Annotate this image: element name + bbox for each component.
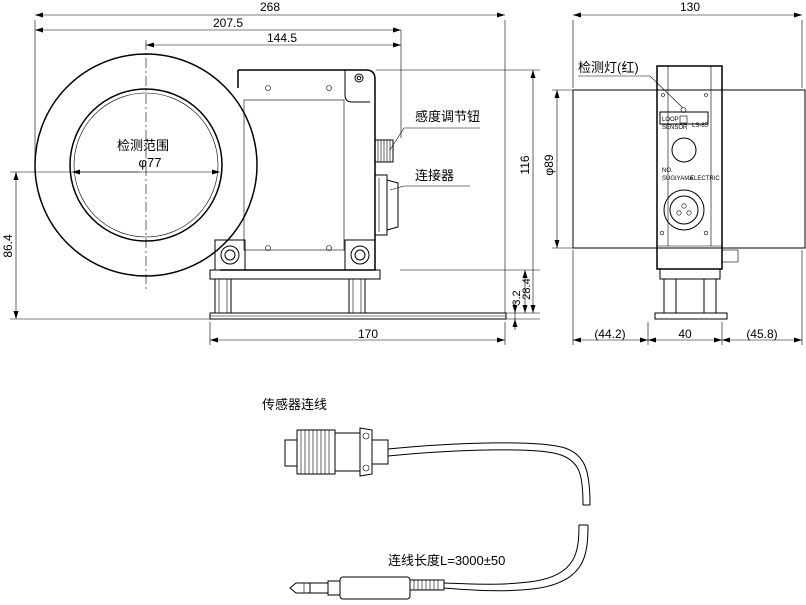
indicator-lamp (680, 107, 687, 113)
dim-side-width: 130 (680, 0, 700, 14)
dim-base-width: 170 (358, 327, 378, 341)
dim-ring-to-connector: 207.5 (213, 16, 243, 30)
panel-no: NO. (662, 168, 673, 174)
label-sensitivity-knob: 感度调节钮 (415, 109, 480, 124)
panel-model: LS-85 (692, 123, 709, 129)
sensor-body (214, 69, 399, 271)
dim-ring-diameter: φ89 (542, 154, 556, 175)
label-connector: 连接器 (415, 168, 454, 183)
panel-maker-right: ELECTRIC (690, 176, 720, 182)
control-panel: LOOP SENSOR LS-85 NO. SUGIYAMA ELECTRIC (659, 93, 720, 236)
label-cable-title: 传感器连线 (262, 397, 327, 412)
panel-connector (663, 189, 705, 231)
dim-side-left: (44.2) (594, 327, 625, 341)
panel-maker-left: SUGIYAMA (662, 176, 693, 182)
label-detection-range: 检测范围 (117, 138, 169, 153)
front-view: 268 207.5 144.5 170 116 28.4 3.2 (1, 0, 540, 345)
dim-base-height: 28.4 (521, 278, 533, 299)
dim-overall-width: 268 (260, 0, 280, 14)
dim-plate-thickness: 3.2 (511, 290, 523, 305)
dim-center-height: 86.4 (1, 234, 15, 258)
sensitivity-dial (671, 137, 697, 163)
dim-center-to-connector: 144.5 (267, 31, 297, 45)
side-view: LOOP SENSOR LS-85 NO. SUGIYAMA ELECTRIC (542, 0, 806, 345)
dim-height-total: 116 (518, 155, 532, 174)
dim-side-right: (45.8) (746, 327, 777, 341)
mounting-base (209, 269, 507, 320)
dim-side-mid: 40 (678, 327, 692, 341)
label-cable-length: 连线长度L=3000±50 (388, 553, 505, 568)
panel-loop: LOOP (662, 117, 679, 123)
label-indicator-lamp: 检测灯(红) (578, 60, 639, 75)
sensor-cable: 传感器连线 连 (262, 397, 591, 600)
panel-sensor: SENSOR (662, 125, 688, 131)
label-detection-diameter: φ77 (139, 155, 162, 170)
